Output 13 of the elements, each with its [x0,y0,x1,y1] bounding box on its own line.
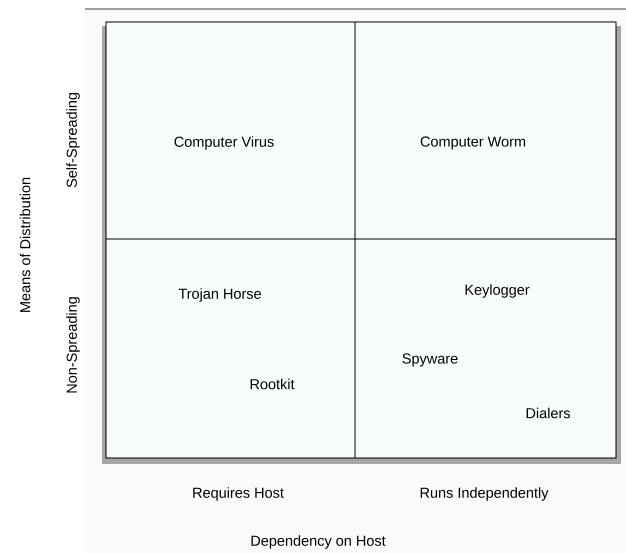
cell-label: Dialers [526,408,570,418]
cell-label: Trojan Horse [178,288,261,302]
axis-label: Dependency on Host [251,535,386,549]
axis-label: Runs Independently [420,487,548,501]
axis-label: Self-Spreading [66,92,80,188]
axis-label: Requires Host [193,487,284,501]
cell-label: Spyware [402,353,458,367]
cell-label: Rootkit [250,378,294,390]
axis-label: Non-Spreading [66,297,80,393]
axis-label: Means of Distribution [20,178,30,312]
cell-label: Keylogger [466,284,530,298]
cell-label: Computer Worm [420,136,526,150]
cell-label: Computer Virus [174,136,274,150]
